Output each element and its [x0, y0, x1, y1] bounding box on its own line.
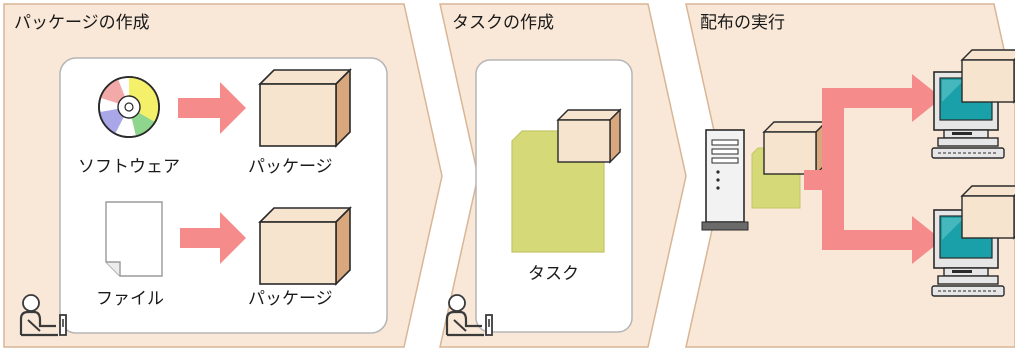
arrow-right-icon	[180, 212, 246, 264]
source-label-software: ソフトウェア	[78, 157, 180, 177]
package-box-icon	[259, 69, 351, 147]
result-label-package-1: パッケージ	[248, 157, 333, 177]
package-box-icon	[557, 109, 621, 163]
package-box-icon	[961, 185, 1015, 239]
distribution-arrows	[804, 74, 942, 264]
stage-title-create-package: パッケージの作成	[14, 13, 150, 33]
arrow-right-icon	[178, 82, 246, 134]
file-icon	[105, 201, 163, 277]
stage-title-execute-distribution: 配布の実行	[700, 13, 785, 33]
package-box-icon	[259, 207, 351, 285]
package-box-icon	[763, 121, 827, 175]
package-box-icon	[961, 49, 1015, 103]
task-label: タスク	[528, 264, 579, 284]
source-label-file: ファイル	[96, 289, 164, 309]
cd-disc-icon	[98, 76, 160, 138]
stage-title-create-task: タスクの作成	[452, 13, 554, 33]
result-label-package-2: パッケージ	[248, 289, 333, 309]
server-tower-icon	[701, 129, 749, 231]
